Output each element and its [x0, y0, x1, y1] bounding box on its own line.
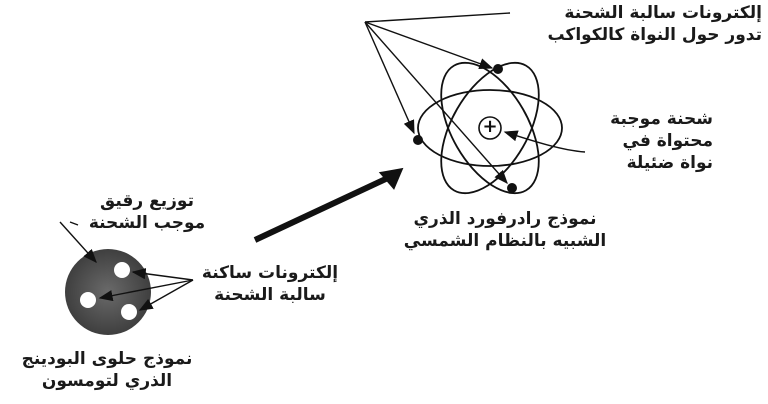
label-static-electrons: إلكترونات ساكنة سالبة الشحنة	[201, 263, 339, 305]
label-thin-positive: توزيع رقيق موجب الشحنة	[88, 191, 206, 233]
electron-bottom	[507, 183, 517, 193]
evolution-arrow-head	[378, 167, 404, 190]
label-positive-nucleus: شحنة موجبة محتواة في نواة ضئيلة	[610, 109, 713, 173]
label-thomson-model: نموذج حلوى البودينج الذري لتومسون	[21, 349, 193, 391]
static-electron-2	[80, 292, 96, 308]
electron-left	[413, 135, 423, 145]
thomson-atom	[65, 249, 151, 335]
rutherford-atom	[413, 61, 563, 195]
evolution-arrow-shaft	[253, 173, 394, 243]
nucleus-plus-sign: +	[482, 116, 498, 137]
thomson-pointers	[59, 221, 194, 311]
electron-top	[493, 64, 503, 74]
nucleus-pointer	[503, 130, 586, 153]
orbit-tilted-b	[440, 61, 540, 195]
pudding-sphere	[65, 249, 151, 335]
electron-pointers	[364, 12, 511, 185]
orbit-horizontal	[417, 89, 563, 167]
nucleus	[478, 116, 502, 140]
label-rutherford-model: نموذج رادرفورد الذري الشبيه بالنظام الشم…	[403, 209, 607, 251]
orbit-tilted-a	[440, 61, 540, 195]
static-electron-1	[114, 262, 130, 278]
static-electron-3	[121, 304, 137, 320]
label-orbiting-electrons: إلكترونات سالبة الشحنة تدور حول النواة ك…	[547, 3, 762, 45]
